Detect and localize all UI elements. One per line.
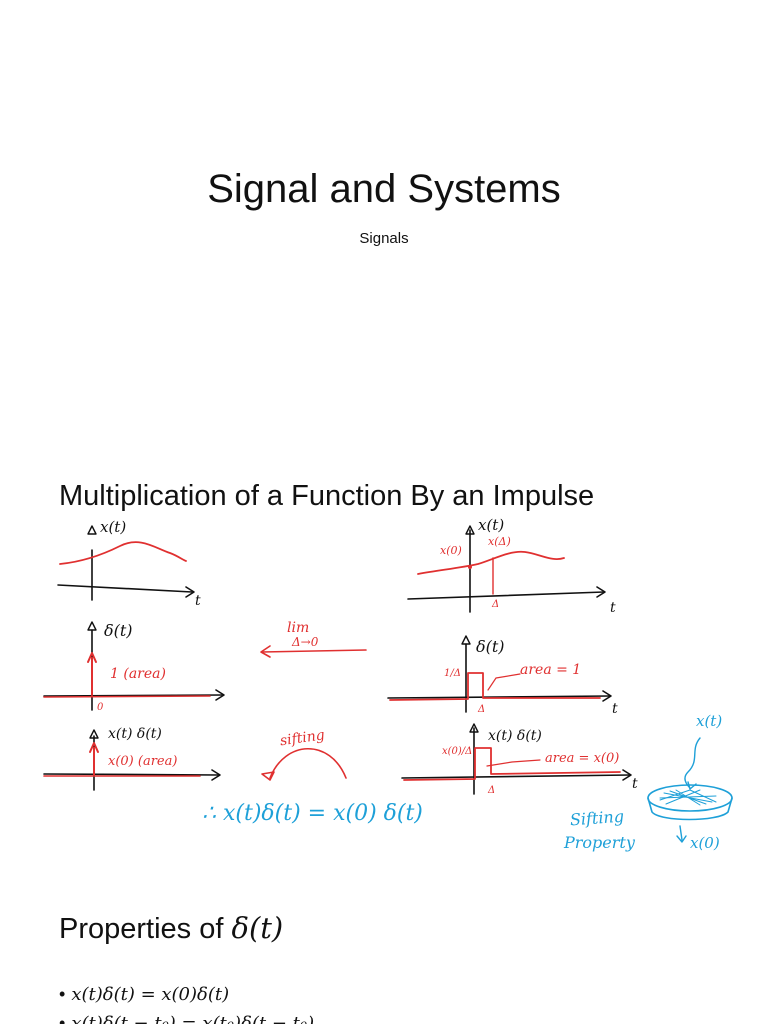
section-title-properties: Properties of δ(t) <box>59 908 283 949</box>
slide-subtitle: Signals <box>0 229 768 249</box>
middle-lim-arrow: lim Δ→0 <box>261 620 366 657</box>
label-delta-t-right: δ(t) <box>476 637 505 656</box>
property-text: x(t)δ(t) = x(0)δ(t) <box>71 984 229 1005</box>
label-x-t: x(t) <box>100 518 126 536</box>
label-sifting-word: Sifting <box>569 807 624 830</box>
label-Delta-2: Δ <box>477 704 485 715</box>
label-area-eq-1: area = 1 <box>520 662 581 678</box>
label-result: ∴ x(t)δ(t) = x(0) δ(t) <box>202 801 423 826</box>
property-text: x(t)δ(t − t₀) = x(t₀)δ(t − t₀) <box>71 1013 314 1024</box>
label-sifting: sifting <box>279 727 326 749</box>
label-x-t-right: x(t) <box>478 516 504 534</box>
label-delta-to-0: Δ→0 <box>291 635 319 649</box>
label-area-eq-x0: area = x(0) <box>545 751 619 766</box>
label-x-Delta: x(Δ) <box>488 535 511 548</box>
title-slide: Signal and Systems Signals <box>0 0 768 430</box>
label-t-right-2: t <box>612 701 618 717</box>
label-sieve-out: x(0) <box>690 834 720 852</box>
label-lim: lim <box>287 620 309 636</box>
label-x-delta-right: x(t) δ(t) <box>488 728 542 744</box>
label-x0: x(0) <box>440 544 462 557</box>
list-item: •x(t)δ(t − t₀) = x(t₀)δ(t − t₀) <box>59 1009 314 1024</box>
properties-title-text: Properties of <box>59 913 231 945</box>
label-property-word: Property <box>563 833 636 852</box>
left-graph-x: x(t) t <box>58 518 201 609</box>
result-equation: ∴ x(t)δ(t) = x(0) δ(t) <box>202 801 423 826</box>
label-one-over-delta: 1/Δ <box>444 668 461 679</box>
label-sieve-in: x(t) <box>696 712 722 730</box>
properties-title-math: δ(t) <box>231 911 283 945</box>
sieve-icon: x(t) x(0) <box>648 712 732 852</box>
left-graph-x-delta: x(t) δ(t) x(0) (area) <box>44 726 220 790</box>
label-Delta-3: Δ <box>487 785 495 796</box>
label-x-delta: x(t) δ(t) <box>108 726 162 742</box>
label-x0-over-delta: x(0)/Δ <box>442 746 472 757</box>
right-graph-x-pulse: x(t) δ(t) x(0)/Δ area = x(0) Δ t <box>402 724 638 796</box>
label-Delta-1: Δ <box>491 599 499 610</box>
sifting-property-note: Sifting Property <box>563 807 636 852</box>
label-t: t <box>195 593 201 609</box>
label-zero: 0 <box>97 702 104 713</box>
label-one-area: 1 (area) <box>110 666 166 682</box>
label-t-right-3: t <box>632 776 638 792</box>
slide-title: Signal and Systems <box>0 163 768 215</box>
right-graph-pulse: δ(t) 1/Δ area = 1 Δ t <box>388 636 618 717</box>
handwritten-diagram: x(t) t δ(t) 1 (area) 0 x(t) δ(t) x <box>0 510 768 870</box>
properties-list: •x(t)δ(t) = x(0)δ(t) •x(t)δ(t − t₀) = x(… <box>59 980 314 1024</box>
label-t-right-1: t <box>610 600 616 616</box>
left-graph-delta: δ(t) 1 (area) 0 <box>44 621 224 713</box>
label-delta-t: δ(t) <box>104 621 133 640</box>
list-item: •x(t)δ(t) = x(0)δ(t) <box>59 980 314 1009</box>
right-graph-x: x(t) x(0) x(Δ) Δ t <box>408 516 616 616</box>
label-x0-area: x(0) (area) <box>108 754 177 769</box>
middle-sifting-arrow: sifting <box>262 727 346 780</box>
